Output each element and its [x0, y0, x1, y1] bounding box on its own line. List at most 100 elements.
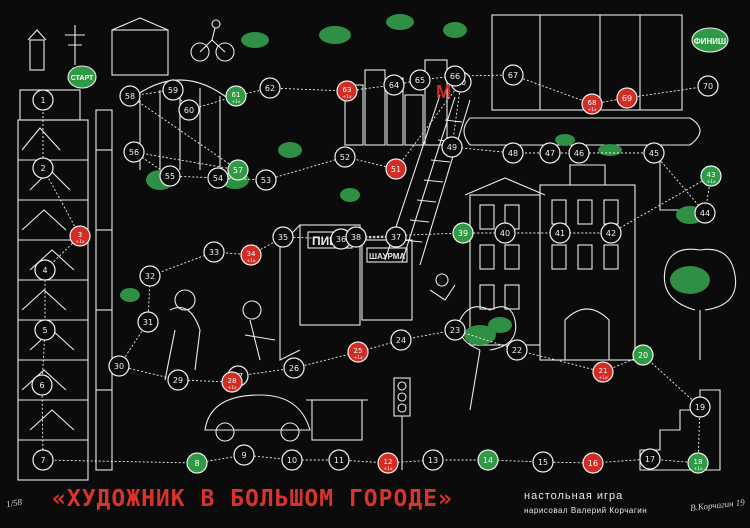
- board-space-number: 64: [389, 81, 399, 90]
- board-space-37: 37: [385, 226, 407, 248]
- board-space-69: 69: [616, 87, 638, 109]
- board-space-number: 43: [707, 171, 716, 179]
- board-space-25: 25+1х: [347, 341, 369, 363]
- board-space-circle: [422, 449, 444, 471]
- board-space-circle: [452, 222, 474, 244]
- board-space-number: 34: [247, 250, 256, 258]
- board-space-number: 31: [143, 318, 153, 327]
- game-author: нарисовал Валерий Корчагин: [524, 506, 648, 515]
- board-space-number: 9: [241, 451, 246, 460]
- board-space-circle: [643, 142, 665, 164]
- antenna: [65, 25, 85, 65]
- board-space-circle: [233, 444, 255, 466]
- board-space-circle: [336, 80, 358, 102]
- board-space-number: 44: [700, 209, 710, 218]
- board-space-circle: [502, 142, 524, 164]
- board-space-number: 22: [512, 346, 522, 355]
- board-space-63: 63+1х: [336, 80, 358, 102]
- board-space-circle: [119, 85, 141, 107]
- tree-right: [663, 248, 737, 360]
- board-space-number: 5: [42, 326, 47, 335]
- board-space-2: 2: [32, 157, 54, 179]
- board-space-41: 41: [549, 222, 571, 244]
- board-space-19: 19: [689, 396, 711, 418]
- board-space-number: 41: [555, 229, 565, 238]
- board-space-number: 28: [228, 377, 237, 385]
- board-space-number: 29: [173, 376, 183, 385]
- board-space-circle: [581, 93, 603, 115]
- board-space-number: 25: [354, 347, 363, 355]
- board-space-circle: [592, 361, 614, 383]
- board-space-number: 63: [343, 86, 352, 94]
- board-space-number: 30: [114, 362, 124, 371]
- board-space-1: 1: [32, 89, 54, 111]
- board-space-22: 22: [506, 339, 528, 361]
- board-space-number: 12: [384, 458, 393, 466]
- board-space-53: 53: [255, 169, 277, 191]
- board-space-52: 52: [334, 146, 356, 168]
- board-space-number: 47: [545, 149, 555, 158]
- board-space-circle: [272, 226, 294, 248]
- person-figure-2: [244, 319, 276, 361]
- board-space-number: 20: [638, 351, 648, 360]
- board-space-38: 38: [345, 226, 367, 248]
- board-space-number: 10: [287, 456, 297, 465]
- board-space-number: 45: [649, 149, 659, 158]
- board-space-circle: [383, 74, 405, 96]
- board-space-circle: [632, 344, 654, 366]
- board-space-circle: [385, 226, 407, 248]
- board-space-24: 24: [390, 329, 412, 351]
- board-space-number: 32: [145, 272, 155, 281]
- board-space-54: 54: [207, 167, 229, 189]
- board-space-number: 17: [645, 455, 655, 464]
- board-space-modifier: +1х: [227, 385, 237, 391]
- board-space-circle: [108, 355, 130, 377]
- board-space-circle: [694, 202, 716, 224]
- board-space-modifier: +1х: [353, 355, 363, 361]
- board-space-number: 1: [40, 96, 45, 105]
- board-space-number: 18: [694, 458, 703, 466]
- board-space-number: 6: [39, 381, 44, 390]
- board-space-number: 66: [450, 72, 460, 81]
- board-space-number: 51: [391, 165, 401, 174]
- board-space-9: 9: [233, 444, 255, 466]
- board-space-30: 30: [108, 355, 130, 377]
- board-space-20: 20: [632, 344, 654, 366]
- board-space-number: 35: [278, 233, 288, 242]
- board-space-circle: [345, 226, 367, 248]
- board-space-modifier: +1х: [587, 107, 597, 113]
- board-space-40: 40: [494, 222, 516, 244]
- board-space-number: 40: [500, 229, 510, 238]
- board-space-number: 57: [233, 166, 243, 175]
- board-space-42: 42: [600, 222, 622, 244]
- board-space-circle: [532, 451, 554, 473]
- board-space-8: 8: [186, 452, 208, 474]
- board-space-11: 11: [328, 449, 350, 471]
- game-title: «ХУДОЖНИК В БОЛЬШОМ ГОРОДЕ»: [52, 486, 453, 512]
- board-space-circle: [34, 259, 56, 281]
- board-space-70: 70: [697, 75, 719, 97]
- board-space-number: 38: [351, 233, 361, 242]
- board-space-33: 33: [203, 241, 225, 263]
- board-space-number: 24: [396, 336, 406, 345]
- board-space-number: 67: [508, 71, 518, 80]
- foliage: [120, 14, 710, 345]
- board-space-circle: [689, 396, 711, 418]
- board-space-16: 16: [582, 452, 604, 474]
- board-space-number: 49: [447, 143, 457, 152]
- board-space-circle: [334, 146, 356, 168]
- board-space-number: 19: [695, 403, 705, 412]
- board-space-circle: [582, 452, 604, 474]
- board-space-68: 68+1х: [581, 93, 603, 115]
- board-space-number: 4: [42, 266, 47, 275]
- board-space-number: 56: [129, 148, 139, 157]
- board-space-3: 3+1х: [69, 225, 91, 247]
- board-space-66: 66: [444, 65, 466, 87]
- board-space-modifier: +1х: [693, 466, 703, 472]
- board-space-circle: [240, 244, 262, 266]
- board-space-circle: [549, 222, 571, 244]
- board-space-circle: [616, 87, 638, 109]
- board-space-circle: [137, 311, 159, 333]
- board-space-65: 65: [409, 69, 431, 91]
